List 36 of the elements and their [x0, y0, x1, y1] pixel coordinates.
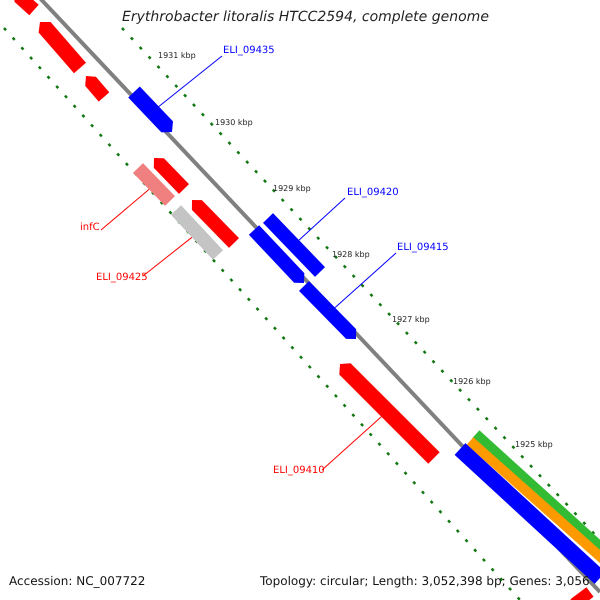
gene-feature-bar [154, 158, 189, 194]
leader-line [298, 198, 346, 241]
gene-feature-bar [466, 437, 600, 564]
gene-feature-bar [192, 200, 239, 248]
gene-feature-bar [339, 363, 440, 464]
position-tick-label: 1931 kbp [158, 52, 196, 60]
gene-feature-bar [248, 225, 304, 283]
leader-line [142, 236, 192, 276]
gene-feature-bar [299, 281, 356, 339]
leader-line [158, 56, 222, 107]
position-tick-label: 1927 kbp [392, 316, 430, 324]
gene-feature-bar [570, 587, 594, 600]
gene-feature-bar [263, 213, 325, 277]
gene-label: ELI_09420 [347, 188, 399, 198]
gene-feature-bar [128, 86, 173, 132]
leader-line [334, 252, 396, 308]
accession-note: Accession: NC_007722 [9, 575, 146, 587]
gene-feature-bar [14, 0, 39, 16]
gene-feature-bar [133, 163, 175, 206]
position-tick-label: 1930 kbp [215, 119, 253, 127]
position-tick-label: 1929 kbp [273, 185, 311, 193]
gene-label: ELI_09415 [397, 243, 449, 253]
gene-label: ELI_09410 [273, 466, 325, 476]
gene-feature-bar [85, 76, 110, 102]
gene-feature-bar [38, 22, 86, 74]
gene-label: ELI_09425 [96, 273, 148, 283]
gene-feature-bar [170, 205, 224, 260]
position-tick-label: 1928 kbp [332, 251, 370, 259]
genome-summary-note: Topology: circular; Length: 3,052,398 bp; Genes: 3,056 [260, 575, 590, 587]
map-title: Erythrobacter litoralis HTCC2594, complete genome [122, 10, 489, 24]
leader-line [100, 188, 150, 230]
leader-line [322, 416, 382, 470]
position-tick-label: 1925 kbp [515, 441, 553, 449]
gene-label: ELI_09435 [223, 46, 275, 56]
position-tick-label: 1926 kbp [453, 378, 491, 386]
gene-label: infC [80, 223, 100, 233]
